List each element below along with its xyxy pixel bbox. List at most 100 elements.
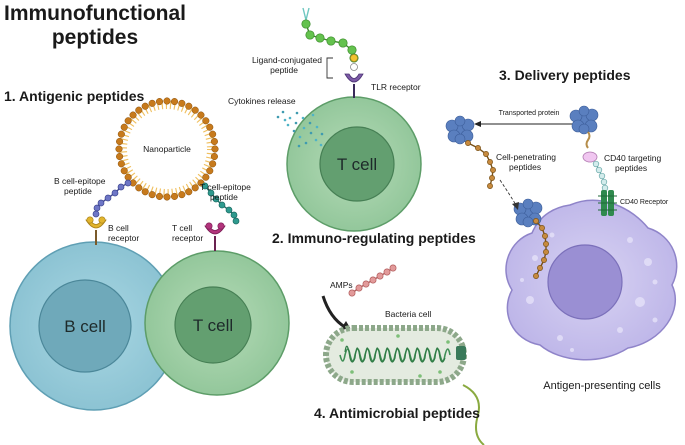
lipid-head [170, 192, 179, 200]
cpp-label-1: Cell-penetrating [496, 152, 556, 162]
b-epitope-label-1: B cell-epitope [54, 176, 106, 186]
ligand-bead [326, 36, 336, 46]
cpp-inside-bead [533, 273, 539, 279]
cd40-linker-bead [600, 178, 608, 186]
uptake-arrow [499, 179, 517, 206]
b-cell-label: B cell [64, 317, 106, 336]
b-receptor-label-2: receptor [108, 233, 139, 243]
lipid-head [148, 191, 156, 199]
t-cell-top: T cell [286, 96, 422, 232]
cd40-linker-bead [592, 160, 600, 168]
cpp-inside-bead [543, 241, 549, 247]
cd40-receptor-label: CD40 Receptor [620, 199, 669, 206]
transported-proteins [445, 105, 599, 228]
lipid-head [135, 184, 143, 192]
protein-subunit [578, 105, 590, 117]
b-epitope-peptide-chain [92, 179, 132, 218]
apc-nucleus [547, 244, 623, 320]
bacteria-granule [340, 338, 344, 342]
apc-vesicle [627, 237, 633, 243]
cd40-linker-bead [595, 166, 603, 174]
lipid-head [120, 167, 128, 175]
cpp-label-2: peptides [509, 162, 541, 172]
cytokine-dot [297, 144, 301, 148]
cytokine-dot [302, 126, 306, 130]
lipid-head [124, 173, 132, 181]
lipid-head [191, 106, 199, 114]
lipid-head [115, 145, 123, 153]
bacteria-label: Bacteria cell [385, 309, 431, 319]
cytokine-dot [320, 132, 324, 136]
ligand-bead [347, 45, 357, 55]
cytokine-dot [319, 143, 323, 147]
cytokine-dot [281, 110, 285, 114]
protein-subunit [454, 115, 466, 127]
lipid-head [129, 111, 137, 119]
nanoparticle [115, 97, 219, 201]
lipid-head [124, 117, 132, 125]
tlr-receptor [344, 73, 364, 98]
lipid-head [163, 97, 171, 105]
lipid-head [141, 102, 149, 110]
cytokine-dot [314, 138, 318, 142]
t-epitope-bead [212, 195, 220, 203]
lipid-head [210, 152, 218, 161]
b-cell-receptor [85, 216, 107, 245]
bacteria-dna [339, 334, 451, 378]
lipid-head [197, 111, 205, 119]
amp-bead [362, 280, 370, 288]
lipid-head [116, 137, 124, 146]
apc-vesicle [570, 348, 574, 352]
cd40-receptor [598, 190, 617, 216]
cd40-linker-bead [598, 172, 606, 180]
cytokine-dot [315, 125, 319, 129]
ligand-bead [301, 19, 311, 29]
lipid-head [135, 106, 143, 114]
lipid-head [185, 188, 193, 196]
cd40-label-2: peptides [615, 163, 647, 173]
dna-strand [344, 345, 446, 363]
lipid-head [202, 117, 210, 125]
bacteria-granule [438, 370, 442, 374]
ligand-bead [338, 38, 348, 48]
lipid-head [206, 167, 214, 175]
t-cell-bottom-label: T cell [193, 316, 233, 335]
cpp-inside-bead [542, 233, 548, 239]
apc-vesicle [526, 296, 534, 304]
lipid-head [148, 99, 156, 107]
title-line-2: peptides [52, 26, 138, 49]
cd40-label-1: CD40 targeting [604, 153, 661, 163]
cytokine-dot [304, 141, 308, 145]
t-epitope-bead [207, 189, 215, 197]
protein-subunit [578, 123, 590, 135]
transported-protein-arrow [474, 121, 584, 127]
ligand-tail [302, 7, 310, 21]
amps-label: AMPs [330, 280, 353, 290]
lipid-head [178, 99, 186, 107]
lipid-head [178, 191, 186, 199]
apc-vesicle [520, 278, 524, 282]
lipid-head [202, 173, 210, 181]
cpp-bead [465, 140, 471, 146]
amp-bead [369, 276, 377, 284]
t-epitope-bead [230, 211, 238, 219]
t-epitope-label-2: peptide [210, 192, 238, 202]
flagellum [462, 384, 485, 445]
apc-vesicle [644, 258, 652, 266]
cytokines-label: Cytokines release [228, 96, 296, 106]
cpp-inside-bead [537, 265, 543, 271]
t-cell-receptor [204, 222, 226, 251]
section-antimicrobial-title: 4. Antimicrobial peptides [314, 405, 480, 421]
t-epitope-bead [232, 217, 240, 225]
b-cell: B cell [9, 241, 179, 411]
protein-subunit [454, 133, 466, 145]
lipid-head [155, 98, 164, 106]
b-epitope-bead [93, 204, 101, 212]
t-cell-nucleus [174, 286, 252, 364]
transported-protein-label: Transported protein [499, 110, 560, 117]
lipid-head [185, 102, 193, 110]
cpp-bead [487, 159, 493, 165]
b-epitope-bead [97, 199, 105, 207]
apc-vesicle [557, 335, 563, 341]
